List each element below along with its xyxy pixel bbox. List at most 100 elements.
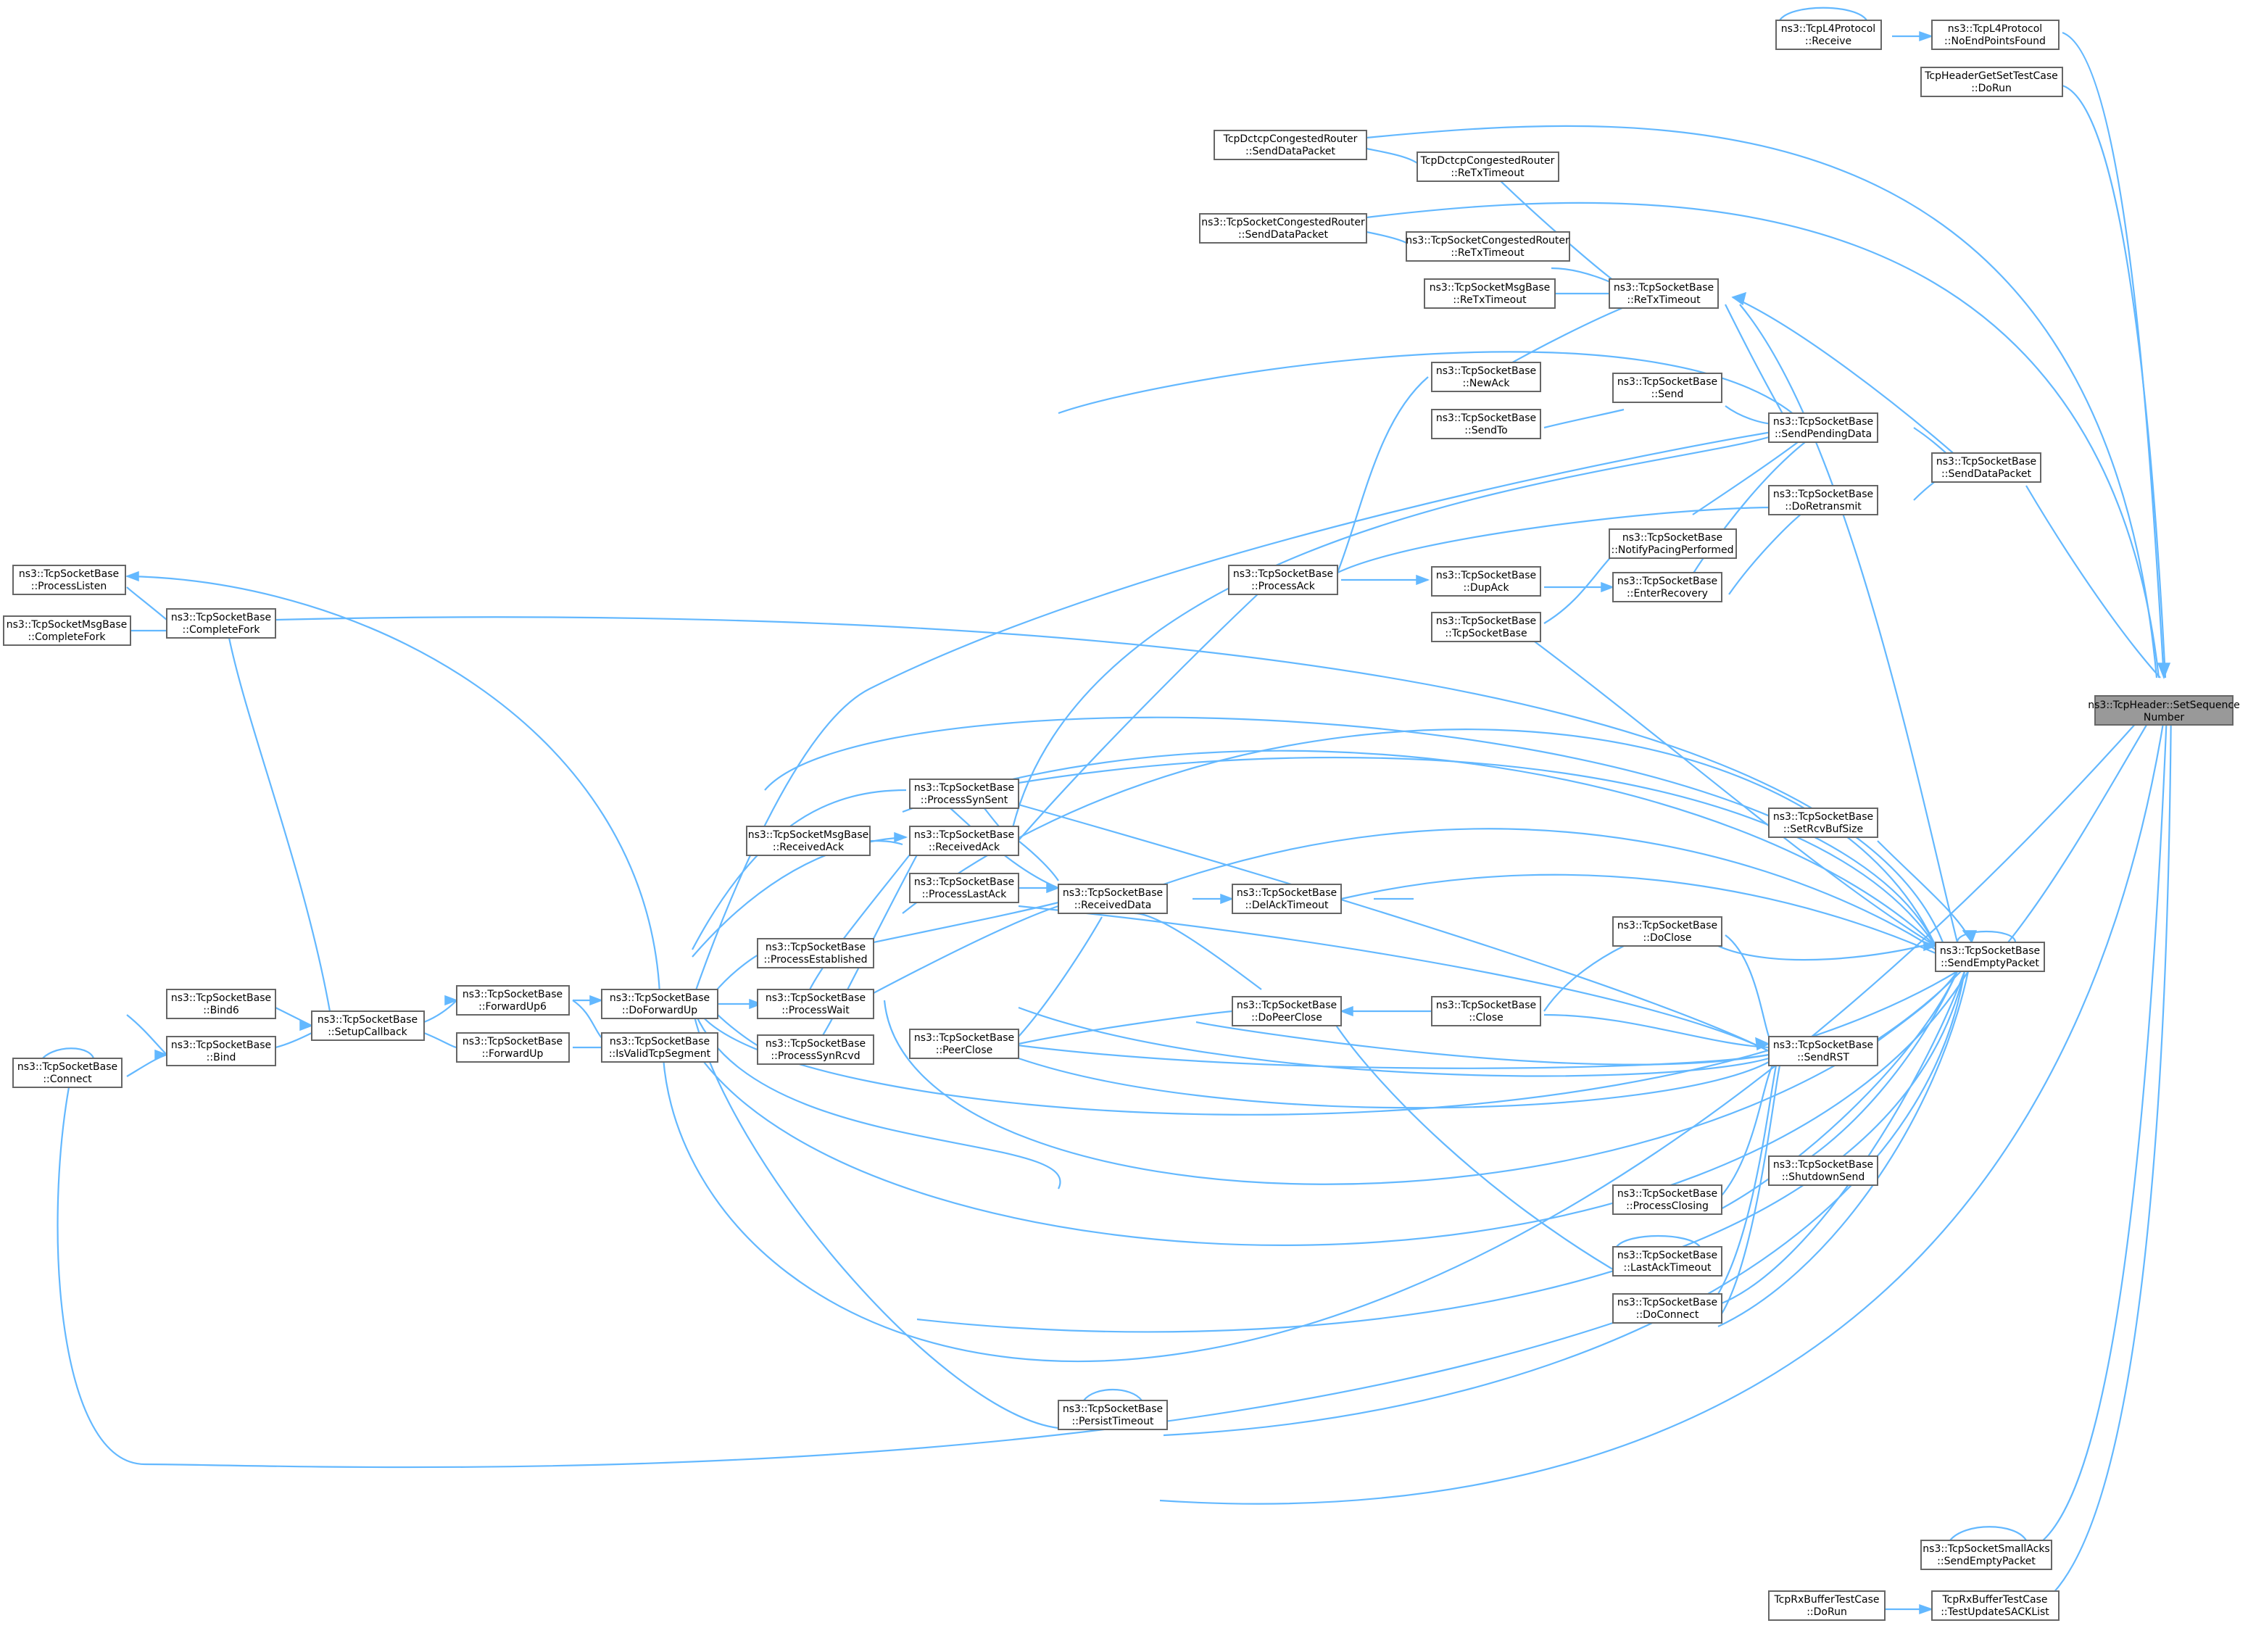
node-label: ::ProcessAck — [1251, 581, 1316, 592]
edge — [1779, 7, 1867, 21]
node-connect[interactable]: ns3::TcpSocketBase ::Connect — [12, 1058, 123, 1088]
node-retx-timeout[interactable]: ns3::TcpSocketBase ::ReTxTimeout — [1609, 278, 1719, 309]
node-bind6[interactable]: ns3::TcpSocketBase ::Bind6 — [166, 989, 276, 1019]
node-l4-no-endpoints[interactable]: ns3::TcpL4Protocol ::NoEndPointsFound — [1931, 20, 2060, 50]
node-label: ::Close — [1469, 1012, 1503, 1024]
node-test-update-sack[interactable]: TcpRxBufferTestCase ::TestUpdateSACKList — [1931, 1590, 2060, 1621]
node-do-forward-up[interactable]: ns3::TcpSocketBase ::DoForwardUp — [601, 989, 718, 1019]
node-label: ns3::TcpSocketCongestedRouter — [1406, 235, 1569, 246]
node-label: ns3::TcpSocketMsgBase — [1430, 282, 1550, 294]
node-label: ns3::TcpSocketBase — [1436, 365, 1536, 377]
edge — [1717, 971, 1970, 1327]
node-process-last-ack[interactable]: ns3::TcpSocketBase ::ProcessLastAck — [909, 873, 1019, 903]
node-process-ack[interactable]: ns3::TcpSocketBase ::ProcessAck — [1228, 565, 1338, 595]
node-msg-received-ack[interactable]: ns3::TcpSocketMsgBase ::ReceivedAck — [746, 826, 871, 856]
node-label: TcpRxBufferTestCase — [1773, 1594, 1879, 1606]
node-process-wait[interactable]: ns3::TcpSocketBase ::ProcessWait — [757, 989, 874, 1019]
node-label: ns3::TcpL4Protocol — [1781, 23, 1875, 35]
node-congested-send-data[interactable]: ns3::TcpSocketCongestedRouter ::SendData… — [1199, 213, 1367, 244]
node-peer-close[interactable]: ns3::TcpSocketBase ::PeerClose — [909, 1029, 1019, 1059]
node-label: ns3::TcpSocketBase — [171, 992, 271, 1004]
node-process-listen[interactable]: ns3::TcpSocketBase ::ProcessListen — [12, 565, 126, 595]
node-send-pending-data[interactable]: ns3::TcpSocketBase ::SendPendingData — [1768, 412, 1878, 443]
node-label: ::DoPeerClose — [1251, 1012, 1322, 1024]
node-del-ack-timeout[interactable]: ns3::TcpSocketBase ::DelAckTimeout — [1232, 884, 1342, 914]
node-send-empty-packet[interactable]: ns3::TcpSocketBase ::SendEmptyPacket — [1935, 942, 2045, 972]
node-dctcp-retx-timeout[interactable]: TcpDctcpCongestedRouter ::ReTxTimeout — [1417, 151, 1559, 182]
node-label: ::DoForwardUp — [622, 1005, 697, 1016]
node-forward-up6[interactable]: ns3::TcpSocketBase ::ForwardUp6 — [456, 985, 570, 1016]
arrowhead — [1046, 882, 1061, 894]
node-do-retransmit[interactable]: ns3::TcpSocketBase ::DoRetransmit — [1768, 485, 1878, 515]
node-label: ns3::TcpSocketBase — [1617, 576, 1717, 587]
node-msg-retx-timeout[interactable]: ns3::TcpSocketMsgBase ::ReTxTimeout — [1424, 278, 1556, 309]
node-is-valid-tcp-segment[interactable]: ns3::TcpSocketBase ::IsValidTcpSegment — [601, 1032, 718, 1063]
node-send[interactable]: ns3::TcpSocketBase ::Send — [1612, 373, 1722, 403]
node-label: ns3::TcpSocketBase — [1237, 1000, 1337, 1011]
node-label: ::CompleteFork — [28, 631, 107, 643]
edge — [1333, 1021, 1625, 1277]
node-label: ::Send — [1651, 389, 1684, 400]
node-received-ack[interactable]: ns3::TcpSocketBase ::ReceivedAck — [909, 826, 1019, 856]
node-enter-recovery[interactable]: ns3::TcpSocketBase ::EnterRecovery — [1612, 572, 1722, 602]
node-do-peer-close[interactable]: ns3::TcpSocketBase ::DoPeerClose — [1232, 996, 1342, 1026]
node-label: ns3::TcpSocketBase — [1617, 1188, 1717, 1200]
node-dup-ack[interactable]: ns3::TcpSocketBase ::DupAck — [1431, 566, 1541, 597]
node-msg-complete-fork[interactable]: ns3::TcpSocketMsgBase ::CompleteFork — [3, 615, 131, 646]
node-label: ::ProcessListen — [31, 581, 107, 592]
node-send-to[interactable]: ns3::TcpSocketBase ::SendTo — [1431, 409, 1541, 439]
node-label: ns3::TcpSocketBase — [914, 1032, 1014, 1044]
node-send-rst[interactable]: ns3::TcpSocketBase ::SendRST — [1768, 1036, 1878, 1066]
node-label: TcpDctcpCongestedRouter — [1223, 133, 1358, 145]
edge — [1018, 840, 1059, 881]
edge — [1366, 147, 1418, 164]
node-label: ::ReceivedData — [1074, 900, 1152, 911]
arrowhead — [1731, 291, 1747, 306]
node-congested-retx-timeout[interactable]: ns3::TcpSocketCongestedRouter ::ReTxTime… — [1406, 231, 1570, 262]
node-shutdown-send[interactable]: ns3::TcpSocketBase ::ShutdownSend — [1768, 1155, 1878, 1186]
node-forward-up[interactable]: ns3::TcpSocketBase ::ForwardUp — [456, 1032, 570, 1063]
node-small-acks[interactable]: ns3::TcpSocketSmallAcks ::SendEmptyPacke… — [1920, 1540, 2052, 1570]
node-label: ns3::TcpSocketBase — [1063, 1403, 1163, 1415]
edge — [126, 575, 661, 994]
node-dctcp-send-data[interactable]: TcpDctcpCongestedRouter ::SendDataPacket — [1214, 130, 1367, 160]
node-close[interactable]: ns3::TcpSocketBase ::Close — [1431, 996, 1541, 1026]
node-notify-pacing-performed[interactable]: ns3::TcpSocketBase ::NotifyPacingPerform… — [1609, 528, 1737, 559]
edge — [916, 971, 1966, 1333]
edge — [692, 836, 907, 958]
node-bind[interactable]: ns3::TcpSocketBase ::Bind — [166, 1036, 276, 1066]
node-process-syn-rcvd[interactable]: ns3::TcpSocketBase ::ProcessSynRcvd — [757, 1034, 874, 1065]
node-header-test[interactable]: TcpHeaderGetSetTestCase ::DoRun — [1920, 67, 2063, 97]
node-tcp-socket-base-ctor[interactable]: ns3::TcpSocketBase ::TcpSocketBase — [1431, 612, 1541, 642]
edge — [764, 716, 1936, 947]
node-setup-callback[interactable]: ns3::TcpSocketBase ::SetupCallback — [311, 1010, 425, 1041]
node-persist-timeout[interactable]: ns3::TcpSocketBase ::PersistTimeout — [1058, 1400, 1168, 1430]
arrowhead — [1220, 893, 1235, 905]
node-send-data-packet[interactable]: ns3::TcpSocketBase ::SendDataPacket — [1931, 452, 2041, 483]
node-last-ack-timeout[interactable]: ns3::TcpSocketBase ::LastAckTimeout — [1612, 1246, 1722, 1277]
edge — [227, 634, 331, 1012]
node-set-rcv-buf-size[interactable]: ns3::TcpSocketBase ::SetRcvBufSize — [1768, 808, 1878, 838]
node-rxbuffer-dorun[interactable]: TcpRxBufferTestCase ::DoRun — [1768, 1590, 1886, 1621]
node-received-data[interactable]: ns3::TcpSocketBase ::ReceivedData — [1058, 884, 1168, 914]
edge — [1717, 1065, 1781, 1320]
graph-edges — [39, 7, 2173, 1611]
node-label: ns3::TcpSocketBase — [766, 992, 866, 1004]
node-new-ack[interactable]: ns3::TcpSocketBase ::NewAck — [1431, 362, 1541, 392]
node-process-closing[interactable]: ns3::TcpSocketBase ::ProcessClosing — [1612, 1184, 1722, 1215]
node-do-connect[interactable]: ns3::TcpSocketBase ::DoConnect — [1612, 1293, 1722, 1324]
edge — [2033, 695, 2173, 1610]
edge — [275, 1032, 312, 1049]
node-do-close[interactable]: ns3::TcpSocketBase ::DoClose — [1612, 916, 1722, 947]
node-process-established[interactable]: ns3::TcpSocketBase ::ProcessEstablished — [757, 938, 874, 968]
node-label: ::PersistTimeout — [1072, 1416, 1154, 1427]
node-label: ns3::TcpSocketBase — [914, 829, 1014, 841]
node-l4-receive[interactable]: ns3::TcpL4Protocol ::Receive — [1775, 20, 1882, 50]
edge — [1159, 695, 2169, 1505]
node-set-sequence-number[interactable]: ns3::TcpHeader::SetSequence Number — [2088, 695, 2240, 726]
edge — [1010, 433, 1777, 834]
edge — [1018, 756, 1936, 947]
node-process-syn-sent[interactable]: ns3::TcpSocketBase ::ProcessSynSent — [909, 779, 1019, 809]
node-complete-fork[interactable]: ns3::TcpSocketBase ::CompleteFork — [166, 608, 276, 639]
